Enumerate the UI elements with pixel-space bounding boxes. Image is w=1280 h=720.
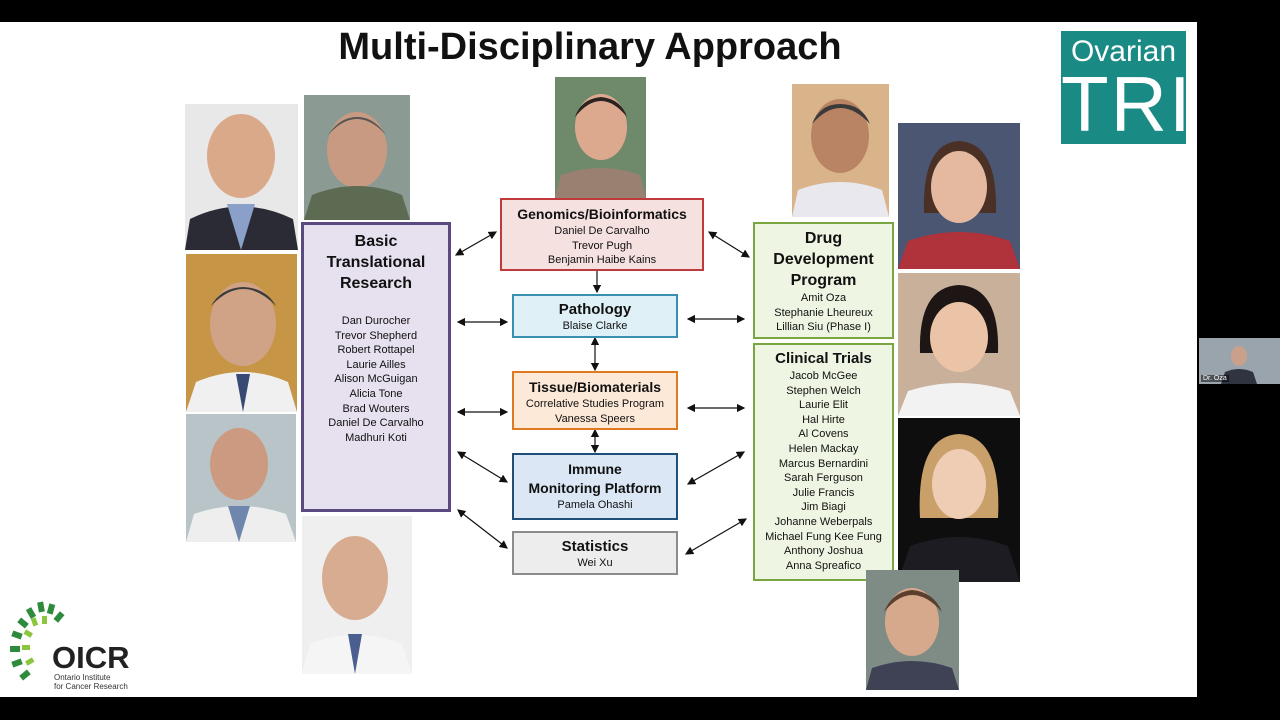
member-name: Pamela Ohashi — [557, 499, 633, 511]
member-name: Jim Biagi — [801, 501, 846, 514]
box-title-line: Monitoring Platform — [528, 480, 662, 496]
portrait-photo — [792, 84, 889, 217]
oicr-subtitle: Ontario Institute for Cancer Research — [54, 673, 174, 691]
member-name: Anthony Joshua — [784, 545, 863, 558]
member-name: Daniel De Carvalho — [554, 225, 650, 237]
slide-title: Multi-Disciplinary Approach — [338, 26, 842, 68]
box-title-line: Translational — [326, 254, 426, 271]
oicr-logo-mark — [10, 601, 65, 681]
drug-development-box: Drug Development Program Amit Oza Stepha… — [753, 222, 894, 339]
member-name: Trevor Shepherd — [334, 329, 418, 342]
member-name: Johanne Weberpals — [774, 515, 873, 528]
member-name: Sarah Ferguson — [784, 472, 863, 485]
box-title: Clinical Trials — [775, 350, 872, 367]
member-name: Madhuri Koti — [345, 431, 407, 444]
member-name: Wei Xu — [577, 557, 613, 569]
member-name: Julie Francis — [792, 486, 855, 499]
oicr-subtitle-line: for Cancer Research — [54, 682, 128, 691]
member-name: Trevor Pugh — [571, 239, 633, 252]
member-name: Dan Durocher — [341, 315, 411, 327]
oicr-logo: OICR Ontario Institute for Cancer Resear… — [10, 600, 170, 691]
tissue-biomaterials-box: Tissue/Biomaterials Correlative Studies … — [512, 371, 678, 430]
pathology-box: Pathology Blaise Clarke — [512, 294, 678, 338]
box-title-line: Basic — [354, 233, 398, 250]
portrait-photo — [898, 273, 1020, 416]
member-name: Marcus Bernardini — [778, 457, 869, 470]
member-name: Benjamin Haibe Kains — [547, 254, 657, 267]
member-name: Hal Hirte — [802, 413, 845, 426]
presentation-slide: Multi-Disciplinary Approach Ovarian TRI — [0, 22, 1197, 697]
logo-bottom-text: TRI — [1061, 60, 1193, 148]
member-name: Laurie Ailles — [346, 358, 406, 371]
member-name: Amit Oza — [800, 292, 847, 304]
box-title: Pathology — [558, 301, 632, 318]
member-name: Alicia Tone — [349, 387, 403, 400]
box-title-line: Development — [773, 251, 874, 268]
logo-top-text: Ovarian — [1070, 35, 1177, 68]
portrait-photo — [185, 104, 298, 250]
member-name: Lillian Siu (Phase I) — [776, 321, 871, 334]
portrait-photo — [898, 123, 1020, 269]
connector-arrows — [454, 231, 751, 555]
member-name: Helen Mackay — [788, 442, 859, 455]
box-title-line: Drug — [804, 230, 843, 247]
member-name: Robert Rottapel — [337, 344, 415, 357]
member-name: Correlative Studies Program — [525, 398, 665, 410]
member-name: Anna Spreafico — [785, 559, 862, 572]
genomics-bioinformatics-box: Genomics/Bioinformatics Daniel De Carval… — [500, 198, 704, 271]
portrait-photo — [186, 414, 296, 542]
ovarian-tri-logo: Ovarian TRI — [1061, 31, 1191, 148]
portrait-photo — [866, 570, 959, 690]
member-name: Blaise Clarke — [562, 320, 628, 332]
box-title-line: Program — [790, 272, 857, 289]
participant-video-thumbnail[interactable]: Dr. Oza — [1199, 338, 1280, 384]
member-name: Brad Wouters — [342, 402, 410, 415]
portrait-photo — [898, 418, 1020, 582]
box-title: Tissue/Biomaterials — [528, 379, 662, 395]
box-title: Statistics — [561, 538, 629, 555]
member-name: Stephanie Lheureux — [774, 306, 873, 319]
participant-name-label: Dr. Oza — [1201, 375, 1229, 382]
clinical-trials-box: Clinical Trials Jacob McGee Stephen Welc… — [753, 343, 894, 581]
portrait-photo — [302, 516, 412, 674]
member-name: Stephen Welch — [786, 384, 861, 397]
immune-monitoring-box: Immune Monitoring Platform Pamela Ohashi — [512, 453, 678, 520]
box-title-line: Immune — [568, 461, 622, 477]
member-name: Michael Fung Kee Fung — [765, 530, 882, 543]
oicr-logo-text: OICR — [52, 640, 130, 675]
member-name: Daniel De Carvalho — [328, 417, 424, 430]
portrait-photo — [555, 77, 646, 198]
basic-translational-research-box: Basic Translational Research Dan Duroche… — [301, 222, 451, 512]
member-name: Alison McGuigan — [334, 373, 418, 386]
portrait-photo — [304, 95, 410, 220]
member-name: Al Covens — [798, 428, 849, 441]
member-name: Jacob McGee — [789, 370, 858, 382]
oicr-subtitle-line: Ontario Institute — [54, 673, 111, 682]
statistics-box: Statistics Wei Xu — [512, 531, 678, 575]
member-name: Laurie Elit — [799, 399, 848, 412]
portrait-photo — [186, 254, 297, 412]
box-title-line: Research — [339, 275, 413, 292]
member-name: Vanessa Speers — [555, 412, 635, 425]
box-title: Genomics/Bioinformatics — [517, 206, 687, 222]
